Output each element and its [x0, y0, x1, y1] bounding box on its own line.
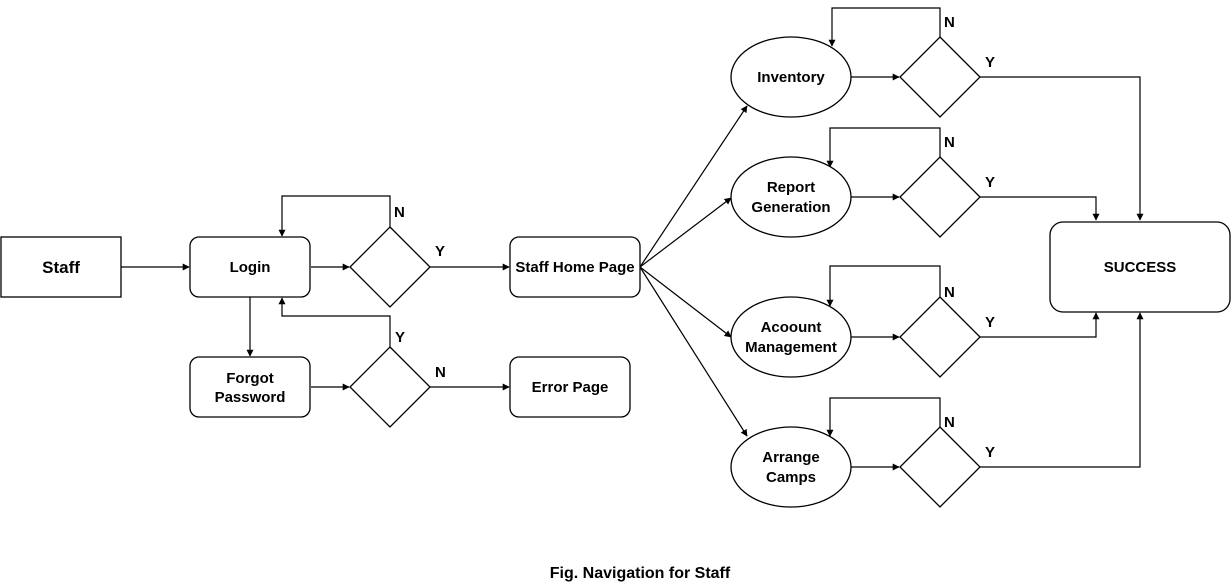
inventory-node: Inventory: [730, 36, 852, 118]
camps-label-line2: Camps: [766, 469, 816, 486]
login-node: Login: [189, 236, 311, 298]
edge-account-loop-no: [826, 265, 941, 307]
figure-caption: Fig. Navigation for Staff: [550, 565, 731, 582]
forgot-label-line1: Forgot: [226, 370, 273, 387]
edge-home-report: [639, 197, 732, 268]
forgot-label-line2: Password: [215, 389, 286, 406]
edges: [121, 7, 1144, 471]
account-node: Acoount Management: [730, 296, 852, 378]
account-label-line1: Acoount: [761, 319, 822, 336]
camps-node: Arrange Camps: [730, 426, 852, 508]
forgot-decision: [349, 346, 431, 428]
edge-report-loop-no: [826, 127, 941, 168]
edge-report-yes-success: [980, 196, 1100, 221]
forgot-no-label: N: [435, 364, 446, 381]
success-label: SUCCESS: [1104, 259, 1177, 276]
login-no-label: N: [394, 204, 405, 221]
edge-account-yes-success: [980, 312, 1100, 338]
success-node: SUCCESS: [1049, 221, 1231, 313]
camps-no-label: N: [944, 414, 955, 431]
edge-camps-loop-no: [826, 397, 941, 437]
report-no-label: N: [944, 134, 955, 151]
edge-inventory-loop-no: [828, 7, 941, 47]
edge-camps-yes-success: [980, 312, 1144, 468]
account-no-label: N: [944, 284, 955, 301]
report-yes-label: Y: [985, 174, 995, 191]
report-node: Report Generation: [730, 156, 852, 238]
inventory-no-label: N: [944, 14, 955, 31]
report-label-line2: Generation: [751, 199, 830, 216]
inventory-label: Inventory: [757, 69, 825, 86]
camps-yes-label: Y: [985, 444, 995, 461]
edge-inventory-yes-success: [980, 76, 1144, 221]
edge-labels: N Y Y N N Y N Y N Y N Y: [394, 14, 995, 461]
staff-label: Staff: [42, 258, 80, 277]
edge-home-camps: [639, 266, 748, 437]
camps-label-line1: Arrange: [762, 449, 820, 466]
edge-home-account: [639, 266, 732, 338]
report-label-line1: Report: [767, 179, 815, 196]
account-yes-label: Y: [985, 314, 995, 331]
account-label-line2: Management: [745, 339, 837, 356]
error-page-node: Error Page: [509, 356, 631, 418]
error-label: Error Page: [532, 379, 609, 396]
staff-node: Staff: [0, 236, 122, 298]
login-yes-label: Y: [435, 243, 445, 260]
home-label: Staff Home Page: [515, 259, 634, 276]
edge-home-inventory: [639, 105, 748, 268]
staff-home-node: Staff Home Page: [509, 236, 641, 298]
account-decision: [899, 296, 981, 378]
inventory-decision: [899, 36, 981, 118]
camps-decision: [899, 426, 981, 508]
login-label: Login: [230, 259, 271, 276]
forgot-password-node: Forgot Password: [189, 356, 311, 418]
forgot-yes-label: Y: [395, 329, 405, 346]
login-decision: [349, 226, 431, 308]
inventory-yes-label: Y: [985, 54, 995, 71]
edge-login-loop-no: [278, 195, 391, 237]
report-decision: [899, 156, 981, 238]
edge-forgot-yes-login: [278, 297, 391, 347]
